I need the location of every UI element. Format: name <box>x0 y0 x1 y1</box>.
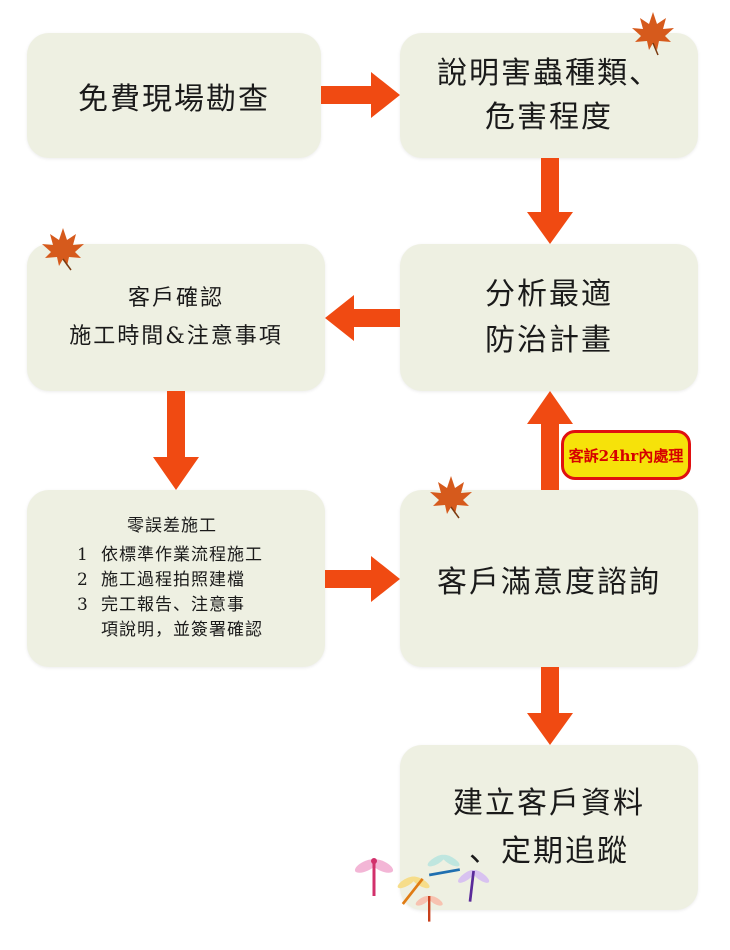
construction-step-1: 1 依標準作業流程施工 <box>77 543 263 568</box>
maple-leaf-icon <box>632 12 674 56</box>
arrow-construction-to-satisfaction <box>325 556 400 602</box>
step-construction-title: 零誤差施工 <box>127 516 217 536</box>
arrow-survey-to-explain <box>321 72 400 118</box>
dragonfly-icon <box>427 854 461 877</box>
construction-step-2-text: 施工過程拍照建檔 <box>101 570 245 590</box>
step-analyze-plan-line-1: 分析最適 <box>485 276 613 312</box>
step-explain-pests: 說明害蟲種類、 危害程度 <box>400 33 698 158</box>
arrow-satisfaction-to-plan <box>527 391 573 490</box>
construction-step-2: 2 施工過程拍照建檔 <box>77 568 263 593</box>
step-free-site-survey: 免費現場勘查 <box>27 33 321 158</box>
step-customer-records: 建立客戶資料 、定期追蹤 <box>400 745 698 910</box>
construction-step-3-num: 3 <box>77 595 89 615</box>
step-customer-records-line-1: 建立客戶資料 <box>453 785 645 821</box>
maple-leaf-icon <box>430 476 472 519</box>
step-explain-pests-line-1: 說明害蟲種類、 <box>437 55 661 91</box>
step-customer-confirm-line-1: 客戶確認 <box>127 285 224 311</box>
complaint-24hr-badge-label: 客訴24hr內處理 <box>568 446 684 465</box>
step-analyze-plan-line-2: 防治計畫 <box>485 322 613 358</box>
step-explain-pests-line-2: 危害程度 <box>485 99 613 135</box>
complaint-24hr-badge: 客訴24hr內處理 <box>561 430 691 480</box>
construction-step-3-text: 完工報告、注意事 <box>101 595 245 615</box>
arrow-plan-to-confirm <box>325 295 400 341</box>
arrow-satisfaction-to-records <box>527 667 573 745</box>
construction-step-3-continued: 項說明，並簽署確認 <box>101 620 263 640</box>
step-free-site-survey-label: 免費現場勘查 <box>78 81 270 117</box>
arrow-explain-to-plan <box>527 158 573 244</box>
maple-leaf-icon <box>42 228 84 271</box>
step-customer-confirm: 客戶確認 施工時間&注意事項 <box>27 244 325 391</box>
construction-step-1-num: 1 <box>77 545 89 565</box>
construction-step-1-text: 依標準作業流程施工 <box>101 545 263 565</box>
step-satisfaction-survey: 客戶滿意度諮詢 <box>400 490 698 667</box>
step-customer-records-line-2: 、定期追蹤 <box>469 833 629 869</box>
construction-step-2-num: 2 <box>77 570 89 590</box>
dragonfly-icon <box>415 895 443 922</box>
dragonfly-icon <box>397 876 430 905</box>
step-satisfaction-survey-label: 客戶滿意度諮詢 <box>437 564 661 600</box>
construction-step-3: 3 完工報告、注意事 <box>77 593 263 618</box>
step-zero-error-construction: 零誤差施工 1 依標準作業流程施工 2 施工過程拍照建檔 3 完工報告、注意事 … <box>27 490 325 667</box>
arrow-confirm-to-construction <box>153 391 199 490</box>
dragonfly-icon <box>354 858 394 896</box>
dragonfly-icon <box>458 870 490 902</box>
step-analyze-plan: 分析最適 防治計畫 <box>400 244 698 391</box>
step-customer-confirm-line-2: 施工時間&注意事項 <box>69 323 283 349</box>
